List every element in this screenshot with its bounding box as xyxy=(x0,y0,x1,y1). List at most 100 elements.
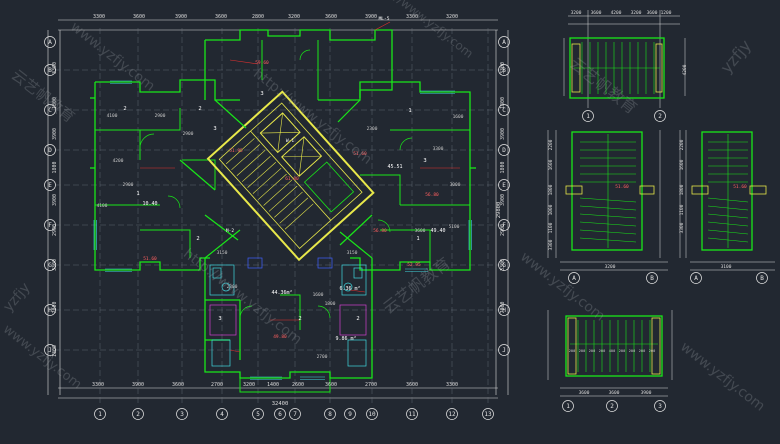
dimension-text: 3150 xyxy=(347,250,358,256)
room-number: 1 xyxy=(136,191,139,197)
dimension-text: 2700 xyxy=(211,382,223,388)
dimension-text: 200 xyxy=(599,349,606,353)
detail-2-grid-bubble: A xyxy=(568,272,580,284)
grid-bubble-label: 2 xyxy=(658,113,662,120)
grid-bubble-circle xyxy=(498,179,510,191)
total-dimension: 32400 xyxy=(272,401,289,407)
grid-bubble-circle xyxy=(498,219,510,231)
dimension-text: 1800 xyxy=(325,301,336,307)
grid-bubble-bottom: 12 xyxy=(446,408,458,420)
room-number: 2 xyxy=(196,236,199,242)
dimension-text: 4100 xyxy=(97,203,108,209)
grid-bubble-right: A xyxy=(498,36,510,48)
dimension-text: 200 xyxy=(569,349,576,353)
grid-bubble-right: B xyxy=(498,64,510,76)
grid-bubble-left: G xyxy=(44,259,56,271)
elevation-label: 49.80 xyxy=(273,334,287,340)
grid-bubble-label: G xyxy=(48,262,52,269)
grid-bubble-label: 1 xyxy=(98,411,102,418)
grid-bubble-circle xyxy=(690,272,702,284)
tag-label: ML-5 xyxy=(379,16,390,22)
grid-bubble-label: J xyxy=(502,347,506,354)
grid-bubble-label: D xyxy=(48,147,52,154)
grid-bubble-bottom: 1 xyxy=(94,408,106,420)
room-area-label: 45.51 xyxy=(387,164,402,170)
grid-bubble-bottom: 4 xyxy=(216,408,228,420)
grid-bubble-label: D xyxy=(502,147,506,154)
dimension-text: 3600 xyxy=(215,14,227,20)
grid-bubble-circle xyxy=(646,272,658,284)
room-area-label: 9.86 m² xyxy=(335,336,356,342)
grid-bubble-circle xyxy=(44,344,56,356)
room-number: 2 xyxy=(198,106,201,112)
grid-bubble-label: 2 xyxy=(136,411,140,418)
dimension-text: 1300 xyxy=(52,345,58,357)
elevation-label: 56.80 xyxy=(373,228,387,234)
grid-bubble-circle xyxy=(366,408,378,420)
grid-lines xyxy=(55,28,500,405)
elevation-label: 59.60 xyxy=(255,60,269,66)
exterior-walls xyxy=(90,29,476,379)
grid-bubble-circle xyxy=(44,304,56,316)
dimension-text: 3900 xyxy=(52,194,58,206)
grid-bubble-label: A xyxy=(694,275,698,282)
dimension-text: 3600 xyxy=(325,382,337,388)
detail-1-grid-bubble: 2 xyxy=(654,110,666,122)
grid-bubble-label: 3 xyxy=(658,403,662,410)
grid-bubble-left: H xyxy=(44,304,56,316)
grid-bubble-circle xyxy=(274,408,286,420)
tag-label: M-2 xyxy=(226,228,234,234)
grid-bubble-right: E xyxy=(498,179,510,191)
elevation-label: 51.60 xyxy=(615,184,629,190)
elevation-label: 51.60 xyxy=(353,151,367,157)
grid-bubble-label: F xyxy=(48,222,52,229)
room-number: 1 xyxy=(408,108,411,114)
dimension-text: 3200 xyxy=(446,14,458,20)
dimension-text: 2900 xyxy=(123,182,134,188)
grid-bubble-label: G xyxy=(502,262,506,269)
grid-bubble-left: C xyxy=(44,104,56,116)
grid-bubble-label: 1 xyxy=(566,403,570,410)
room-number: 3 xyxy=(423,158,426,164)
dimension-text: 1200 xyxy=(661,10,672,16)
dimension-text: 1400 xyxy=(267,382,279,388)
dimension-text: 2700 xyxy=(365,382,377,388)
dimension-text: 200 xyxy=(629,349,636,353)
dimension-text: 400 xyxy=(609,349,616,353)
grid-bubble-bottom: 11 xyxy=(406,408,418,420)
dimension-text: 3200 xyxy=(605,264,616,270)
detail-3-grid-bubble: B xyxy=(756,272,768,284)
grid-bubble-label: 2 xyxy=(610,403,614,410)
room-area-label: 44.36m² xyxy=(271,290,292,296)
grid-bubble-label: 5 xyxy=(256,411,260,418)
grid-bubble-circle xyxy=(498,144,510,156)
grid-bubble-right: G xyxy=(498,259,510,271)
grid-bubble-circle xyxy=(44,219,56,231)
dimension-text: 2900 xyxy=(155,113,166,119)
dimension-text: 3300 xyxy=(500,62,506,74)
dimension-text: 1600 xyxy=(548,159,554,170)
dimension-text: 3600 xyxy=(133,14,145,20)
dimension-text: 2900 xyxy=(500,224,506,236)
dimension-text: 3900 xyxy=(52,128,58,140)
grid-bubble-circle xyxy=(498,304,510,316)
room-number: 3 xyxy=(218,316,221,322)
grid-bubble-label: A xyxy=(48,39,52,46)
grid-bubble-label: 8 xyxy=(328,411,332,418)
dimension-text: 3600 xyxy=(325,14,337,20)
grid-bubble-left: B xyxy=(44,64,56,76)
elevation-label: 56.80 xyxy=(425,192,439,198)
elevation-label: 52.95 xyxy=(407,262,421,268)
dimension-text: 2800 xyxy=(252,14,264,20)
grid-bubble-circle xyxy=(498,259,510,271)
dimension-text: 3300 xyxy=(679,222,685,233)
dimension-text: 3900 xyxy=(500,194,506,206)
grid-bubble-bottom: 3 xyxy=(176,408,188,420)
grid-bubble-label: A xyxy=(572,275,576,282)
dimension-text: 3100 xyxy=(721,264,732,270)
grid-bubble-circle xyxy=(406,408,418,420)
grid-bubble-circle xyxy=(44,104,56,116)
diagonal-walls xyxy=(179,99,373,259)
balcony xyxy=(239,378,331,393)
